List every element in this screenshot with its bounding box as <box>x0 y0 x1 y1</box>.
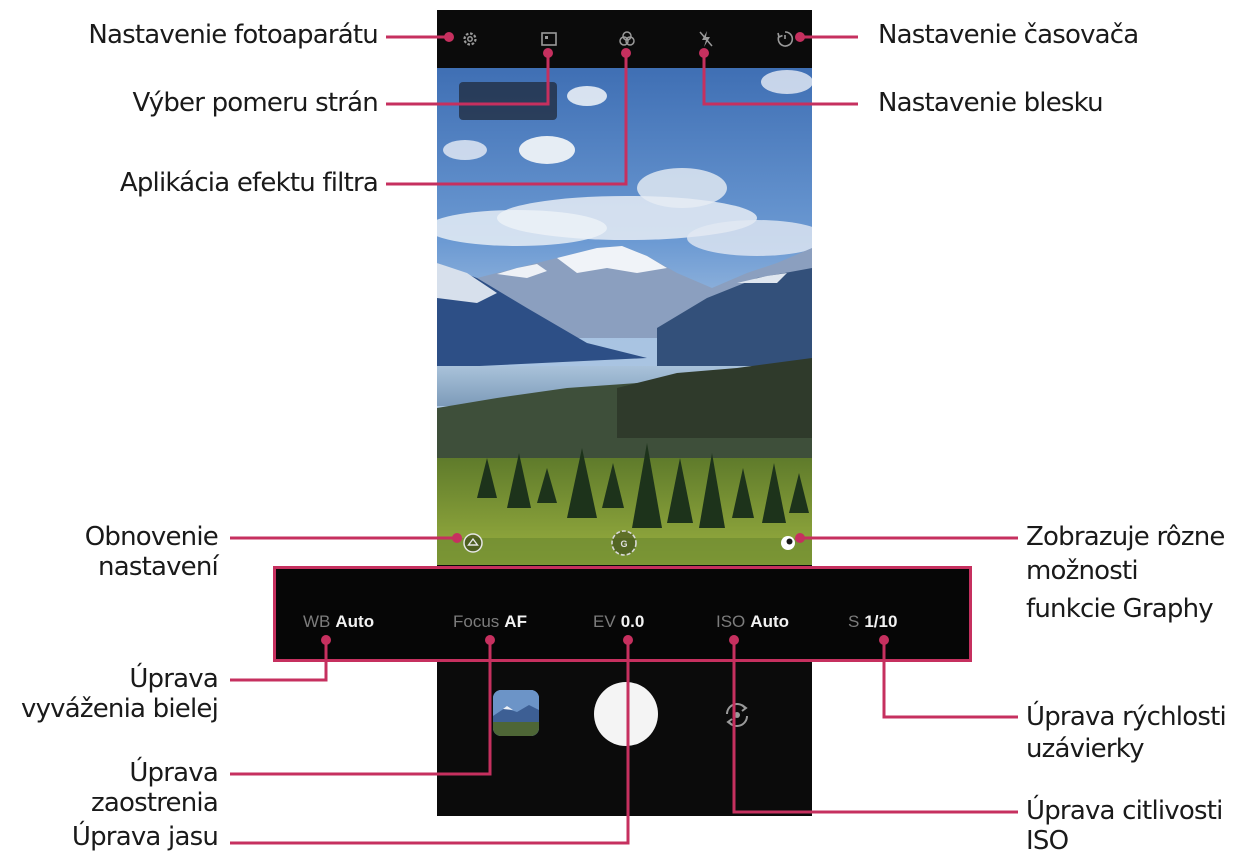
switch-camera-icon[interactable] <box>718 696 756 734</box>
timer-icon[interactable] <box>775 29 795 49</box>
label-graphy-line1: Zobrazuje rôzne <box>1026 522 1225 552</box>
label-camera-settings: Nastavenie fotoaparátu <box>88 20 378 50</box>
filter-icon[interactable] <box>617 29 637 49</box>
ev-label: EV <box>593 612 616 631</box>
gear-icon[interactable] <box>460 29 480 49</box>
label-focus-line1: Úprava <box>129 758 218 788</box>
label-reset-line2: nastavení <box>98 552 219 582</box>
iso-value: Auto <box>750 612 790 631</box>
focus-value: AF <box>504 612 527 631</box>
aspect-ratio-icon[interactable] <box>539 29 559 49</box>
label-focus-line2: zaostrenia <box>91 788 219 818</box>
label-graphy-line2: možnosti <box>1026 556 1139 586</box>
svg-text:G: G <box>620 539 627 549</box>
label-iso-line1: Úprava citlivosti <box>1026 796 1223 826</box>
iso-label: ISO <box>716 612 746 631</box>
label-white-balance-line2: vyváženia bielej <box>20 694 219 724</box>
label-reset-line1: Obnovenie <box>84 522 219 552</box>
label-white-balance-line1: Úprava <box>129 664 218 694</box>
shutter-button[interactable] <box>594 682 658 746</box>
label-flash-settings: Nastavenie blesku <box>878 88 1104 118</box>
label-brightness: Úprava jasu <box>71 822 219 852</box>
shutter-value: 1/10 <box>864 612 898 631</box>
graphy-options-icon[interactable] <box>780 535 796 551</box>
label-shutter-speed-line1: Úprava rýchlosti <box>1026 702 1227 732</box>
label-shutter-speed-line2: uzávierky <box>1026 734 1144 764</box>
ev-value: 0.0 <box>620 612 645 631</box>
reset-icon[interactable] <box>462 532 484 554</box>
graphy-icon[interactable]: G <box>607 528 641 558</box>
label-timer-settings: Nastavenie časovača <box>878 20 1139 50</box>
label-graphy-line3: funkcie Graphy <box>1026 594 1214 624</box>
label-iso-line2: ISO <box>1026 826 1069 856</box>
wb-label: WB <box>303 612 331 631</box>
flash-off-icon[interactable] <box>696 29 716 49</box>
label-filter-effect: Aplikácia efektu filtra <box>119 168 379 198</box>
shutter-label: S <box>848 612 860 631</box>
wb-value: Auto <box>335 612 375 631</box>
viewfinder[interactable] <box>437 68 812 565</box>
focus-label: Focus <box>453 612 500 631</box>
gallery-thumbnail[interactable] <box>493 690 539 736</box>
label-aspect-ratio: Výber pomeru strán <box>132 88 378 118</box>
